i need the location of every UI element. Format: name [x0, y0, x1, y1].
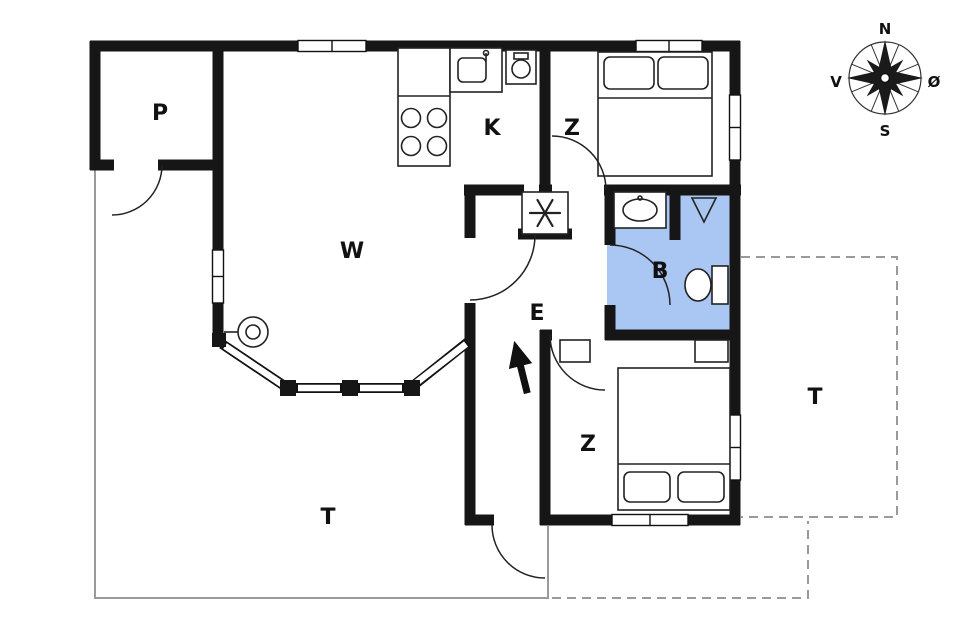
- room-labels: P K Z W B E Z T T: [152, 101, 823, 530]
- kitchen-counter: [397, 47, 451, 167]
- room-label-bedroom-north: Z: [564, 116, 580, 141]
- compass-south-label: S: [880, 122, 891, 140]
- terrace-south-outline: [94, 170, 549, 599]
- bathroom-sink: [613, 191, 667, 229]
- double-bed-south: [559, 339, 731, 511]
- room-label-terrace-east: T: [807, 385, 822, 410]
- wood-stove-icon: [224, 316, 269, 348]
- room-label-kitchen: K: [483, 116, 501, 141]
- kitchen-fixtures: [397, 47, 537, 167]
- door-arc: [491, 524, 546, 579]
- door-arc: [549, 334, 606, 391]
- door-arc: [469, 234, 536, 301]
- bathroom-fixtures: [613, 191, 729, 305]
- snowflake-icon: [528, 198, 562, 228]
- nightstand: [559, 339, 591, 363]
- stove-burners-icon: [400, 107, 448, 157]
- nightstand: [694, 339, 729, 363]
- walls: [89, 40, 741, 526]
- compass-east-label: Ø: [928, 73, 941, 91]
- windows: [211, 39, 742, 527]
- room-label-bathroom: B: [652, 259, 669, 284]
- door-arc: [551, 135, 607, 191]
- door-arc: [111, 164, 163, 216]
- terrace-east-outline: [741, 256, 898, 518]
- door-arcs: [111, 135, 671, 579]
- toilet-icon: [684, 265, 729, 305]
- room-label-bedroom-south: Z: [580, 432, 596, 457]
- entrance-arrow-icon: [508, 340, 533, 395]
- bay-windows: [212, 333, 472, 396]
- room-label-terrace-south: T: [320, 505, 335, 530]
- compass-north-label: N: [879, 20, 892, 38]
- terrace-outlines: [94, 170, 898, 599]
- shower-drain-icon: [690, 197, 718, 224]
- room-label-hallway: E: [529, 301, 544, 326]
- kitchen-basin: [505, 49, 537, 85]
- freezer: [521, 191, 569, 235]
- compass-west-label: V: [830, 73, 842, 91]
- double-bed-north: [597, 51, 713, 177]
- compass-rose-icon: N Ø S V: [830, 20, 940, 140]
- room-label-annex: P: [152, 101, 168, 126]
- door-arc: [609, 244, 671, 306]
- room-label-living-room: W: [340, 239, 364, 264]
- terrace-southeast-outline: [552, 521, 809, 599]
